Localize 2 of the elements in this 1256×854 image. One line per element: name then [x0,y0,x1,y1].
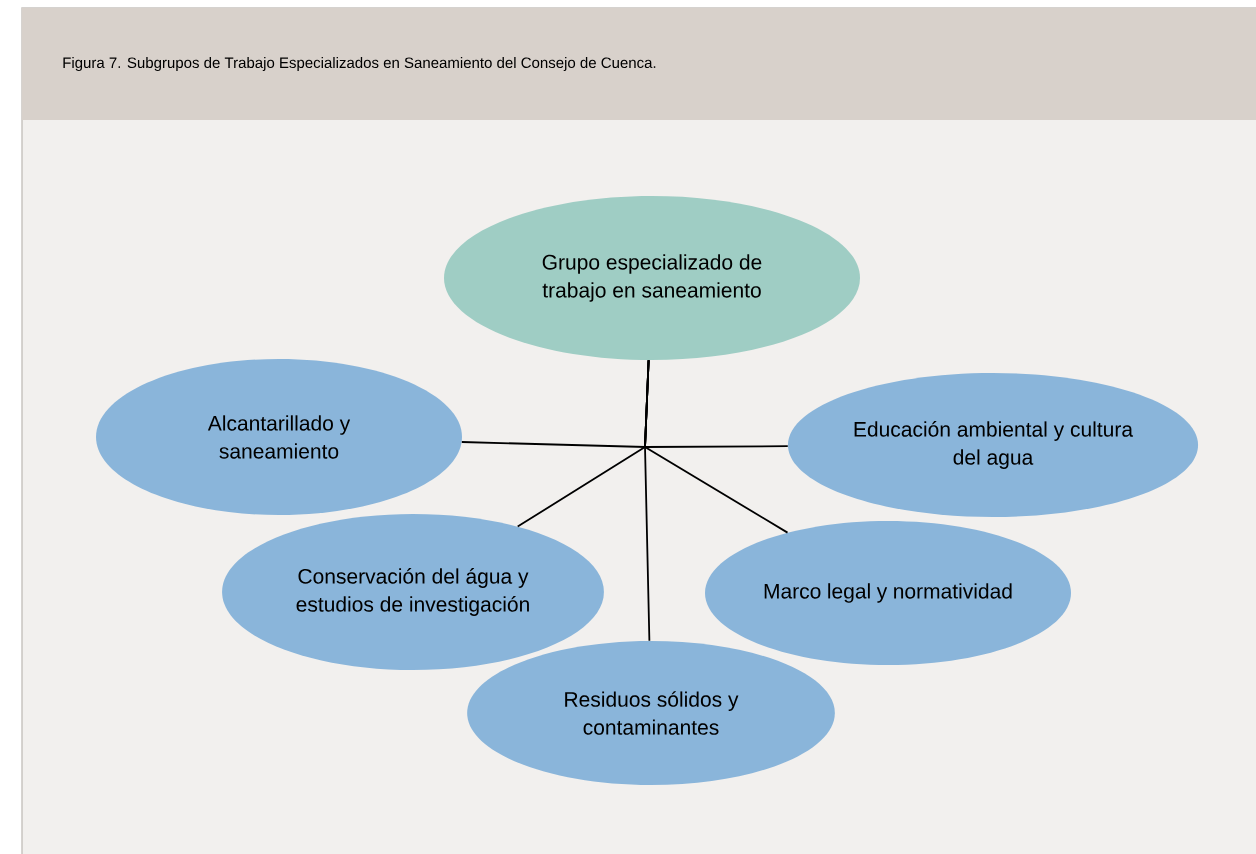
connector-line [644,359,651,642]
title-banner: Figura 7. Subgrupos de Trabajo Especializados en Saneamiento del Consejo de Cuenca. [22,8,1256,120]
